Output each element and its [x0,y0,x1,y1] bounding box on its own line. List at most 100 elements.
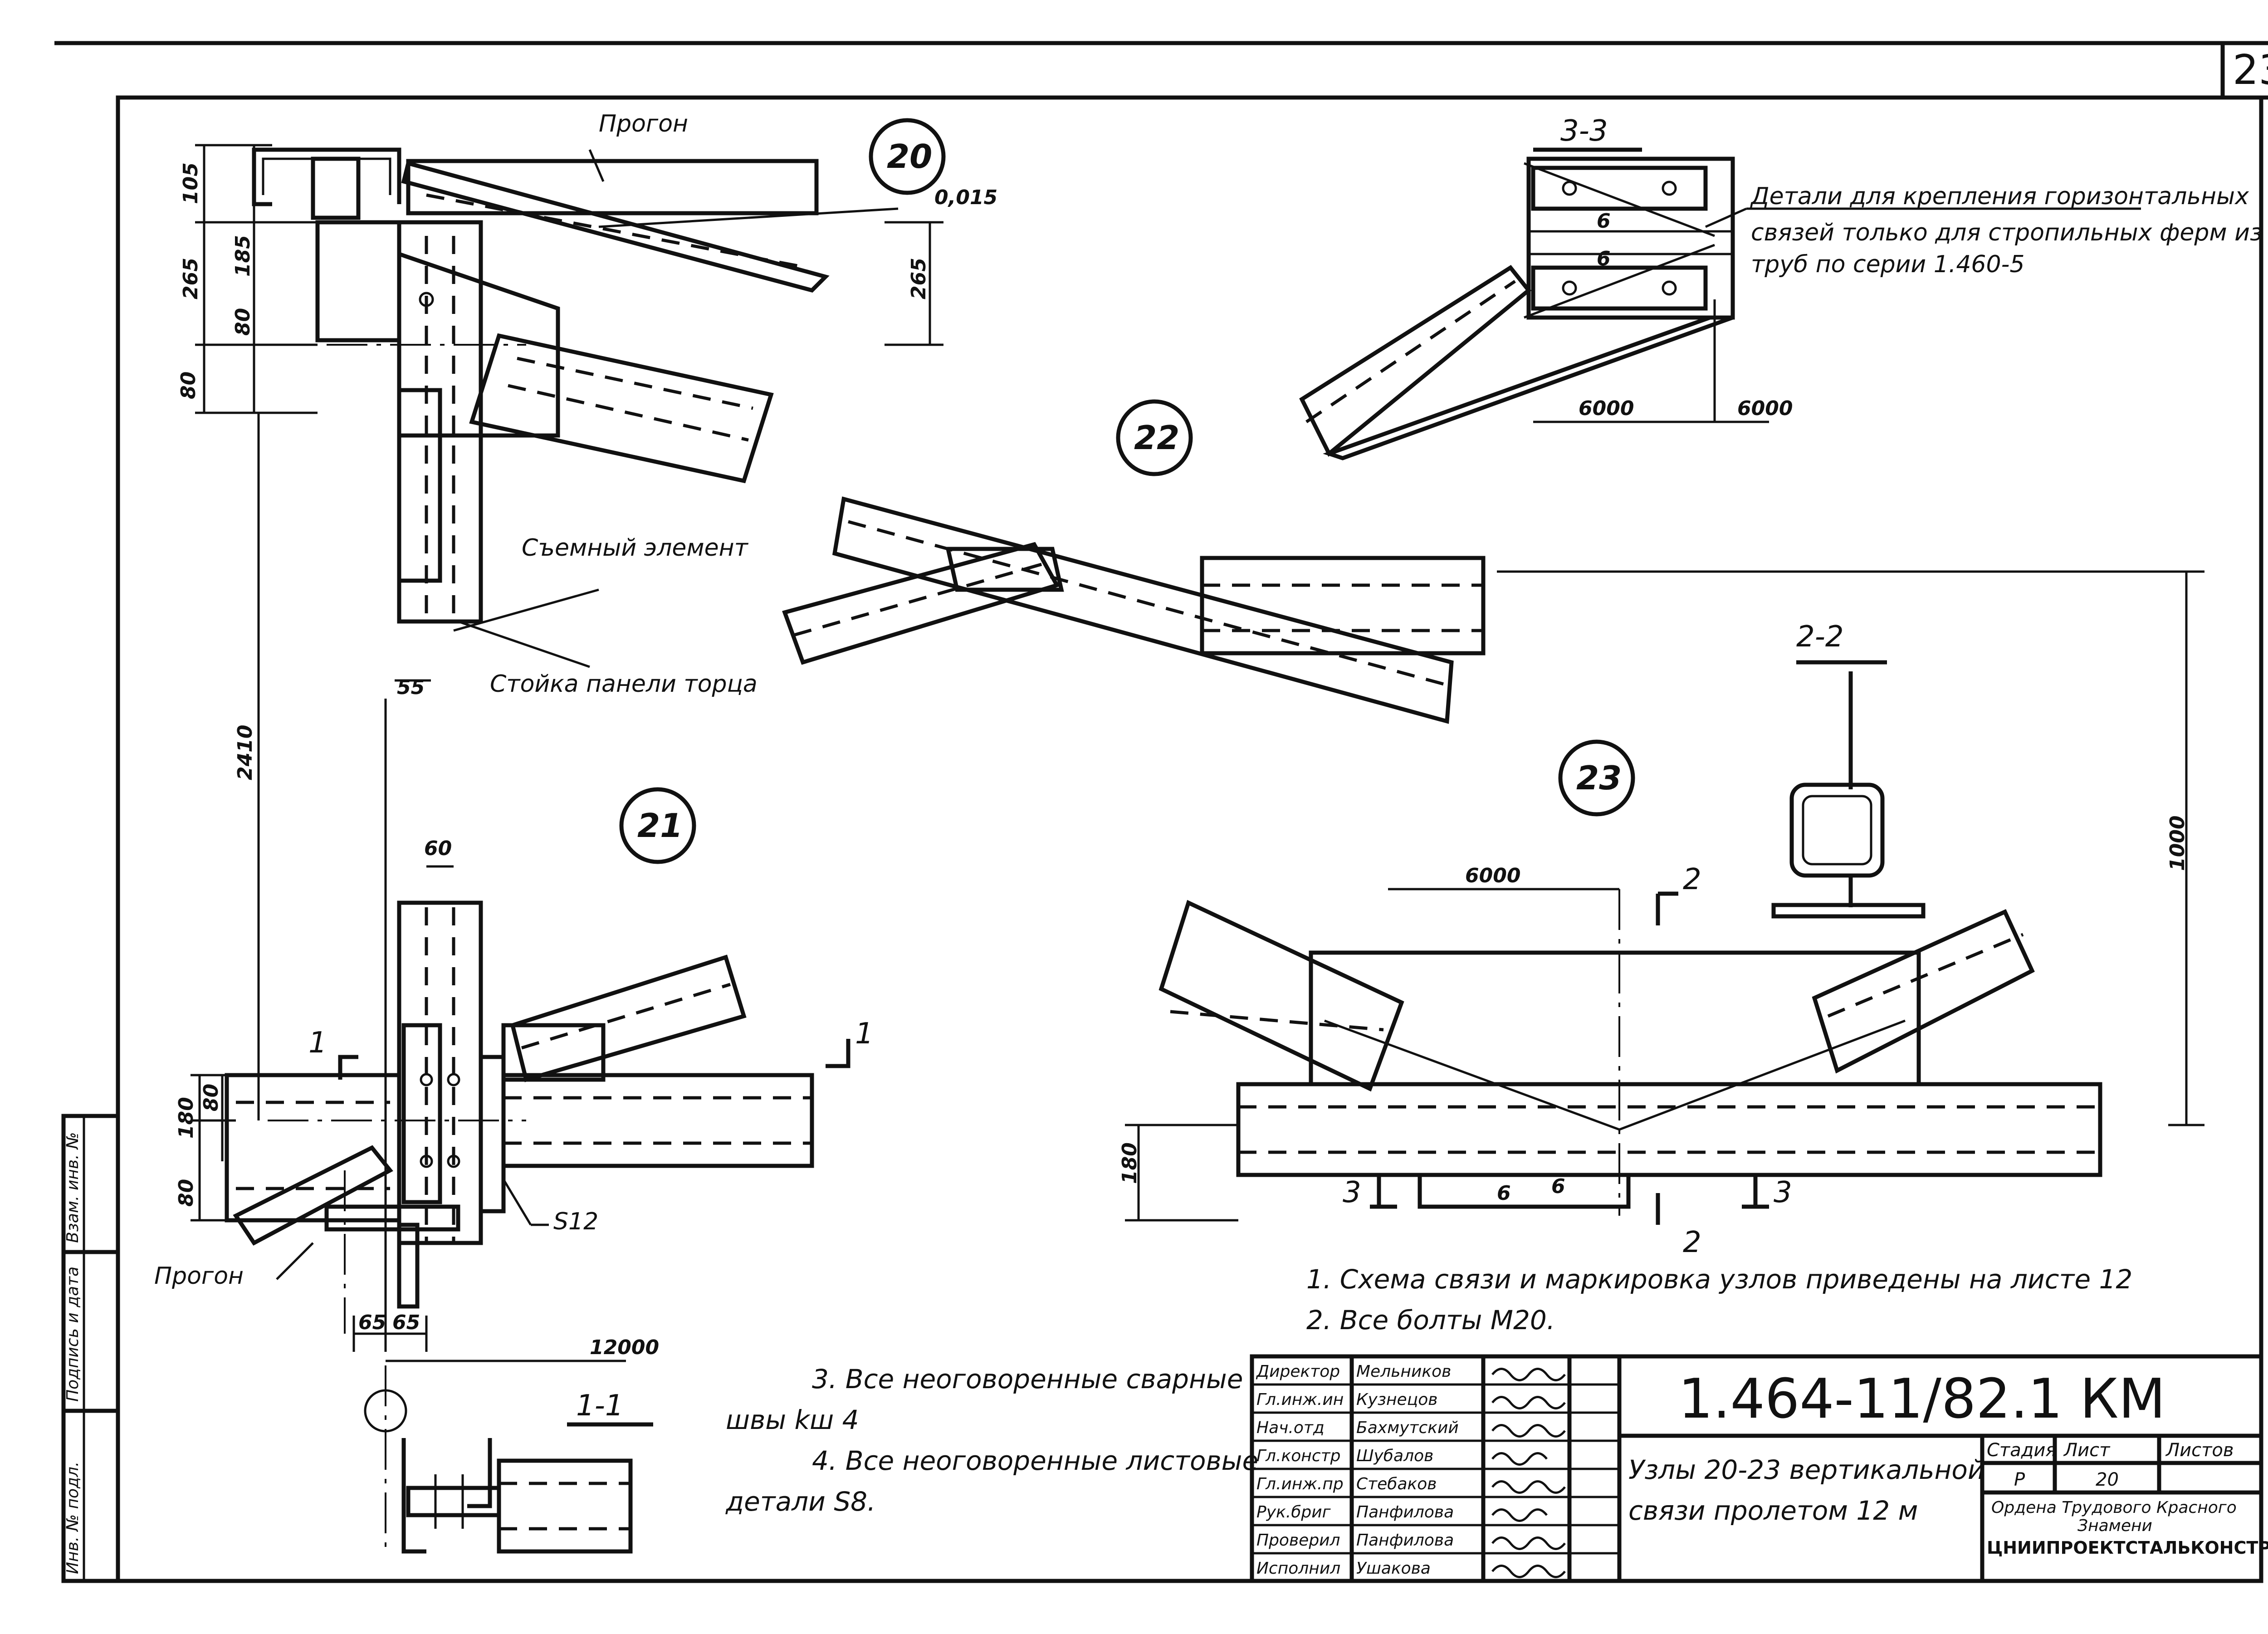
org-line3: ЦНИИПРОЕКТСТАЛЬКОНСТРУКЦИЯ [1987,1538,2268,1558]
sig-role-2: Нач.отд [1256,1419,1325,1437]
node-20-label: 20 [887,137,932,176]
sig-role-6: Проверил [1256,1531,1340,1550]
sig-role-7: Исполнил [1256,1559,1340,1578]
section-1-1-geometry [364,1365,653,1554]
dim-105: 105 [179,162,202,204]
removable-element-callout: Съемный элемент [522,534,749,562]
dim-185: 185 [231,235,254,277]
sig-role-4: Гл.инж.пр [1256,1475,1344,1493]
dim-6000-s33-left: 6000 [1579,397,1634,420]
sheet-frame [54,41,2268,1583]
stamp-replacement: Взам. инв. № [64,1132,82,1243]
s12-callout: S12 [553,1208,598,1235]
section-3-3-geometry [1299,147,2141,460]
bolt-mark-1: 6 [1597,210,1611,233]
stage-label: Стадия [1987,1440,2056,1461]
node-23-label: 23 [1576,759,1622,797]
dim-180-node23: 180 [1118,1142,1141,1184]
cut-3-right: 3 [1774,1176,1792,1209]
stamp-signature-date: Подпись и дата [64,1267,82,1402]
node-20-geometry [200,147,899,668]
dim-6000-s33-right: 6000 [1737,397,1793,420]
node-20-marker [869,118,946,195]
sig-name-7: Ушакова [1356,1559,1431,1578]
dim-180-left: 180 [175,1097,198,1139]
node-22-label: 22 [1134,419,1179,457]
note-1: 1. Схема связи и маркировка узлов привед… [1306,1264,2132,1295]
note-3-line2: швы kш 4 [726,1404,859,1435]
node-22-geometry [782,496,1486,724]
section-1-1-label: 1-1 [576,1389,624,1423]
details-callout-line3: труб по серии 1.460-5 [1751,251,2024,278]
title-desc-line2: связи пролетом 12 м [1628,1495,1918,1526]
dim-80-node21-a: 80 [200,1084,223,1111]
note-4-line2: детали S8. [725,1486,875,1517]
note-4-line1: 4. Все неоговоренные листовые [812,1445,1258,1476]
sig-name-4: Стебаков [1356,1475,1437,1493]
note-3-line1: 3. Все неоговоренные сварные [812,1364,1243,1394]
stage-value: Р [2014,1469,2025,1490]
node-21-dimensions [191,413,626,1362]
progon-callout-top: Прогон [599,110,688,137]
sig-name-3: Шубалов [1356,1447,1433,1465]
node-23-marker [1558,739,1635,817]
dim-6000-node23: 6000 [1465,864,1520,887]
sig-role-0: Директор [1256,1362,1340,1381]
org-line2: Знамени [2077,1517,2152,1535]
sig-role-3: Гл.констр [1256,1447,1340,1465]
margin-stamp [61,1114,120,1583]
dim-80-upper: 80 [231,308,254,336]
signatures-handwritten [1491,1368,1566,1578]
sheet-value: 20 [2096,1469,2119,1490]
sheet-label: Лист [2063,1440,2111,1461]
sig-role-1: Гл.инж.ин [1256,1390,1344,1409]
org-line1: Ордена Трудового Красного [1991,1498,2237,1517]
sheets-label: Листов [2165,1440,2234,1461]
dim-80-lower: 80 [177,372,200,399]
cut-2-top: 2 [1683,863,1701,896]
sig-name-6: Панфилова [1356,1531,1454,1550]
dim-12000: 12000 [590,1336,659,1359]
sig-name-0: Мельников [1356,1362,1451,1381]
cut-1-right: 1 [855,1017,874,1051]
end-post-callout: Стойка панели торца [490,670,758,698]
cut-3-left: 3 [1343,1176,1361,1209]
cut-2-bottom: 2 [1683,1226,1701,1259]
bolt-mark-4: 6 [1551,1175,1565,1198]
sig-name-5: Панфилова [1356,1503,1454,1521]
bolt-mark-2: 6 [1597,247,1611,270]
node-21-marker [619,787,696,864]
document-code: 1.464-11/82.1 КМ [1678,1368,2165,1431]
dim-80-node21-b: 80 [175,1179,198,1207]
node-21-geometry [225,699,850,1352]
node-22-marker [1116,399,1193,476]
sig-role-5: Рук.бриг [1256,1503,1331,1521]
dim-65-left: 65 [358,1311,386,1334]
bolt-mark-3: 6 [1497,1182,1511,1205]
details-callout-line2: связей только для стропильных ферм из [1751,219,2263,246]
node-23-geometry [1125,570,2204,1225]
section-2-2-label: 2-2 [1796,620,1844,654]
dim-60: 60 [424,837,452,860]
note-2: 2. Все болты M20. [1306,1305,1555,1336]
section-2-2-geometry [1771,660,1926,919]
node-21-label: 21 [637,807,683,845]
slope-value: 0,015 [934,186,997,209]
dim-265-right: 265 [907,258,930,299]
details-callout-line1: Детали для крепления горизонтальных [1750,183,2249,210]
node-20-dimensions [195,144,943,682]
dim-265-left: 265 [179,258,202,299]
dim-55: 55 [397,676,425,699]
section-3-3-label: 3-3 [1560,114,1608,148]
dim-1000: 1000 [2166,816,2189,871]
sig-name-2: Бахмутский [1356,1419,1459,1437]
dim-2410: 2410 [234,725,257,780]
sig-name-1: Кузнецов [1356,1390,1437,1409]
dim-65-right: 65 [392,1311,420,1334]
stamp-original-inv: Инв. № подл. [64,1462,82,1574]
title-block-grid [1250,1354,2263,1583]
cut-1-left: 1 [308,1026,327,1060]
progon-callout-bottom: Прогон [154,1262,244,1290]
